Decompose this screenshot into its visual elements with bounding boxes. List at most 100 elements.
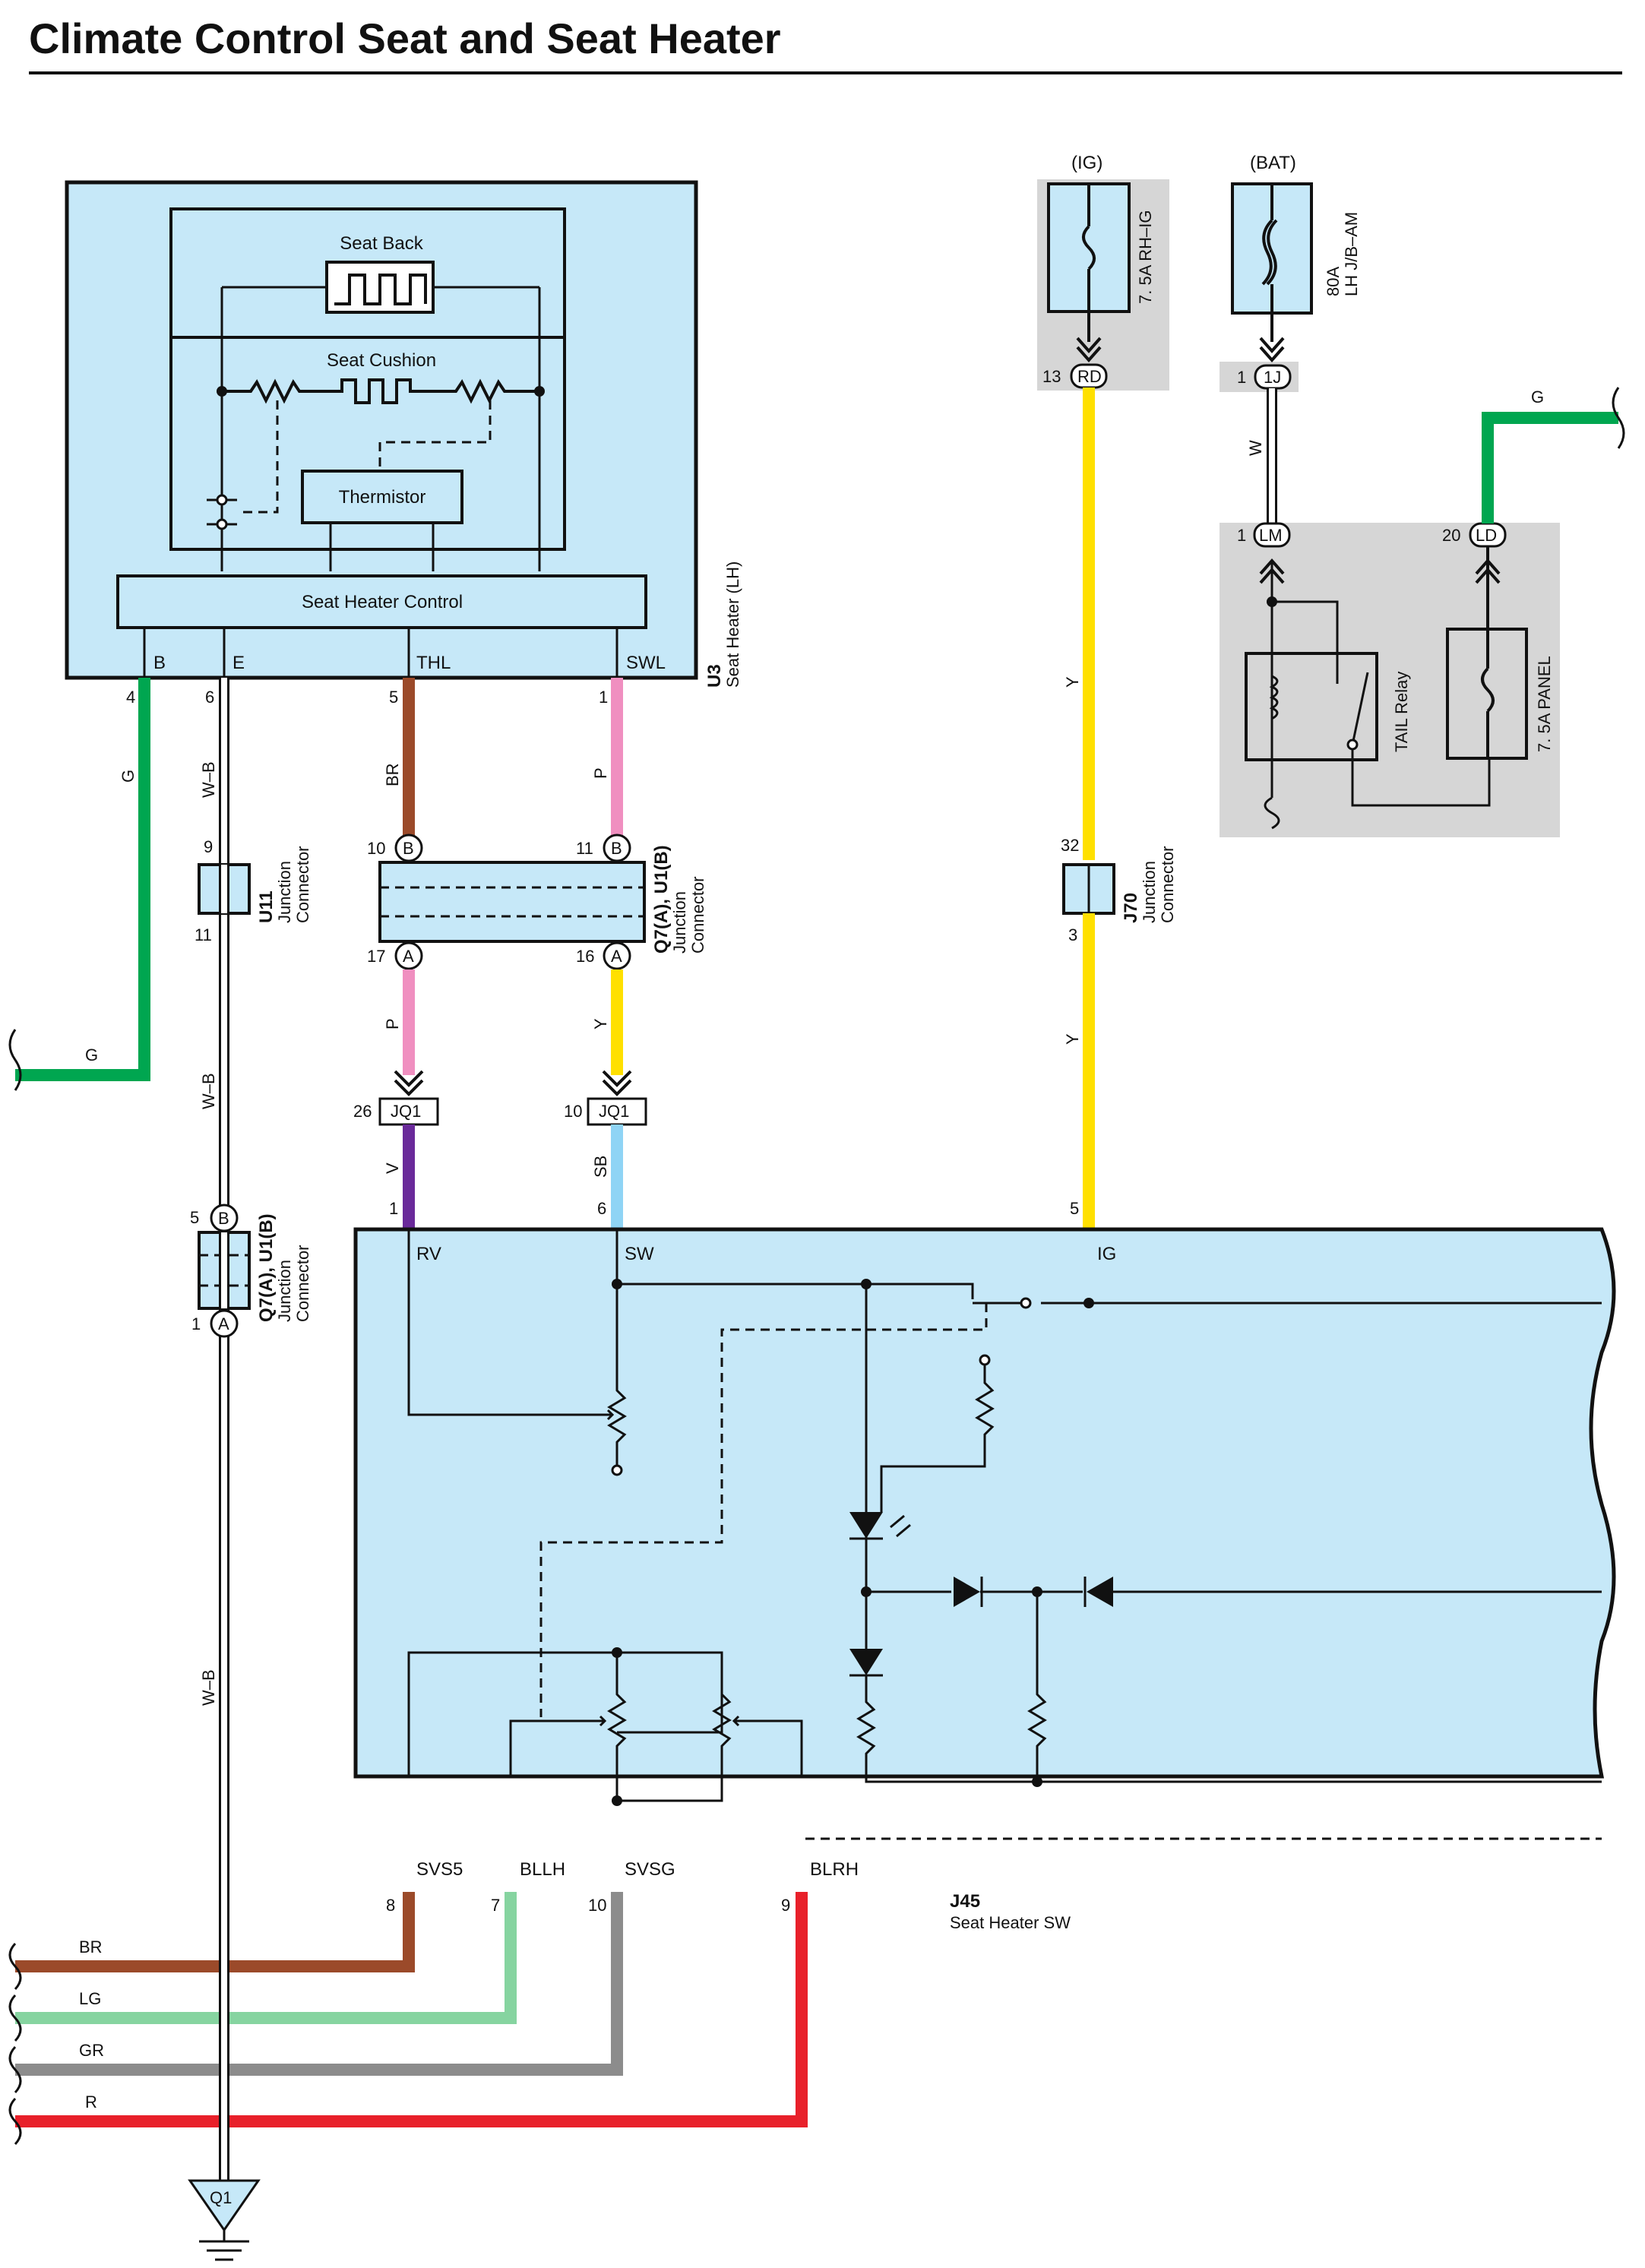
sw-pin-5: 5 [1070, 1199, 1079, 1218]
wire-gr-lower [15, 1892, 623, 2076]
bat-label: (BAT) [1250, 153, 1296, 173]
svg-text:LM: LM [1259, 526, 1283, 545]
seat-heater-name: Seat Heater (LH) [723, 561, 742, 688]
ground-symbol [188, 2179, 261, 2232]
pin-10b: 10 [367, 839, 385, 858]
sw-bllh: BLLH [520, 1859, 565, 1880]
q7-a-circle-right: A [611, 947, 622, 966]
lm-connector [1253, 522, 1291, 548]
seat-cushion-heater-element [222, 378, 539, 404]
wire-g-left [15, 678, 150, 1081]
ig-fuse-caption: 7. 5A RH–IG [1136, 210, 1155, 304]
sw-pin-9: 9 [781, 1896, 790, 1915]
pin-26: 26 [353, 1102, 372, 1121]
wire-gr-lower-label: GR [79, 2041, 104, 2060]
svg-text:Junction: Junction [275, 861, 294, 923]
diode-right [1087, 1577, 1113, 1607]
tail-relay-caption: TAIL Relay [1392, 672, 1411, 752]
seat-heater-code: U3 [704, 664, 725, 688]
wire-br-lower-label: BR [79, 1937, 103, 1956]
pin-13: 13 [1042, 367, 1061, 386]
pin-1j: 1 [1237, 368, 1246, 387]
svg-text:Junction: Junction [275, 1260, 294, 1322]
wire-r-lower [15, 1892, 808, 2127]
switch-code: J45 [950, 1891, 980, 1912]
seat-heater-control [116, 574, 647, 629]
wire-br-lower [15, 1892, 415, 1972]
pin-20: 20 [1442, 526, 1460, 545]
svg-text:1J: 1J [1264, 368, 1281, 387]
svg-text:7. 5A RH–IG: 7. 5A RH–IG [1136, 210, 1155, 304]
ig-label: (IG) [1071, 153, 1102, 173]
wire-p-label-2: P [383, 1018, 402, 1030]
q7-caption: Q7(A), U1(B) Junction Connector [651, 845, 707, 954]
page-title: Climate Control Seat and Seat Heater [29, 14, 781, 62]
pin-17: 17 [367, 947, 385, 966]
seat-heater-lh: Seat Back Seat Cushion Thermistor Seat H… [65, 180, 698, 680]
wire-p-label: P [591, 767, 610, 779]
q7-a-circle-left: A [403, 947, 414, 966]
seat-back-label: Seat Back [340, 233, 423, 254]
tail-relay [1245, 652, 1378, 761]
panel-fuse-caption: 7. 5A PANEL [1535, 656, 1554, 752]
wire-lg-lower-label: LG [79, 1989, 101, 2008]
j70-caption: J70 Junction Connector [1121, 846, 1177, 923]
wire-w-label: W [1246, 440, 1265, 456]
seat-heater-control-label: Seat Heater Control [302, 592, 463, 612]
wire-g-label: G [119, 770, 138, 783]
seat-heater-caption: U3 Seat Heater (LH) [704, 561, 742, 688]
pin-6: 6 [205, 688, 214, 707]
pin-32: 32 [1061, 836, 1079, 855]
pin-11: 11 [195, 925, 212, 944]
wire-y-label-left: Y [591, 1018, 610, 1030]
q7b-b-circle: B [218, 1209, 229, 1228]
u11-caption: U11 Junction Connector [256, 846, 312, 923]
junction-q7-upper [378, 861, 646, 943]
wire-r-lower-label: R [85, 2092, 97, 2111]
q7b-a-circle: A [218, 1314, 229, 1333]
wire-lg-lower [15, 1892, 517, 2024]
svg-text:Q7(A), U1(B): Q7(A), U1(B) [256, 1213, 277, 1322]
sw-pin-7: 7 [491, 1896, 500, 1915]
svg-text:LD: LD [1476, 526, 1497, 545]
sw-pin-10: 10 [588, 1896, 606, 1915]
svg-text:Connector: Connector [293, 1245, 312, 1322]
svg-text:Connector: Connector [293, 846, 312, 923]
svg-text:TAIL Relay: TAIL Relay [1392, 672, 1411, 752]
sw-sw: SW [625, 1244, 654, 1264]
seat-back-heater-element [334, 274, 427, 305]
svg-text:JQ1: JQ1 [391, 1102, 421, 1121]
sw-ig: IG [1097, 1244, 1116, 1264]
q7-b-circle-right: B [611, 839, 622, 858]
switch-name: Seat Heater SW [950, 1913, 1071, 1932]
q7b-caption: Q7(A), U1(B) Junction Connector [256, 1213, 312, 1322]
pin-10-jq: 10 [564, 1102, 582, 1121]
pin-1: 1 [599, 688, 608, 707]
terminal-thl: THL [416, 653, 451, 673]
diode-left [954, 1577, 980, 1607]
sw-pin-6: 6 [597, 1199, 606, 1218]
terminal-e: E [233, 653, 245, 673]
svg-text:Connector: Connector [688, 876, 707, 954]
wire-wb-label-3: W–B [199, 1669, 218, 1706]
pin-9: 9 [204, 837, 213, 856]
wire-y-label-ig-2: Y [1063, 1033, 1082, 1045]
svg-text:Connector: Connector [1158, 846, 1177, 923]
indicator-led-2 [849, 1649, 883, 1675]
sw-svsg: SVSG [625, 1859, 675, 1880]
wire-wb-label-1: W–B [199, 761, 218, 798]
wire-v-label: V [383, 1162, 402, 1174]
svg-text:7. 5A PANEL: 7. 5A PANEL [1535, 656, 1554, 752]
svg-text:Q7(A), U1(B): Q7(A), U1(B) [651, 845, 672, 954]
svg-text:U11: U11 [256, 890, 277, 923]
wire-br-label: BR [383, 763, 402, 786]
svg-text:Junction: Junction [1140, 861, 1159, 923]
svg-text:RD: RD [1077, 367, 1102, 386]
pin-5: 5 [389, 688, 398, 707]
thermistor-label: Thermistor [339, 487, 426, 508]
pin-11b: 11 [576, 839, 593, 858]
thermistor [301, 470, 463, 524]
pin-3: 3 [1068, 925, 1077, 944]
pin-q7b-1: 1 [191, 1314, 201, 1333]
